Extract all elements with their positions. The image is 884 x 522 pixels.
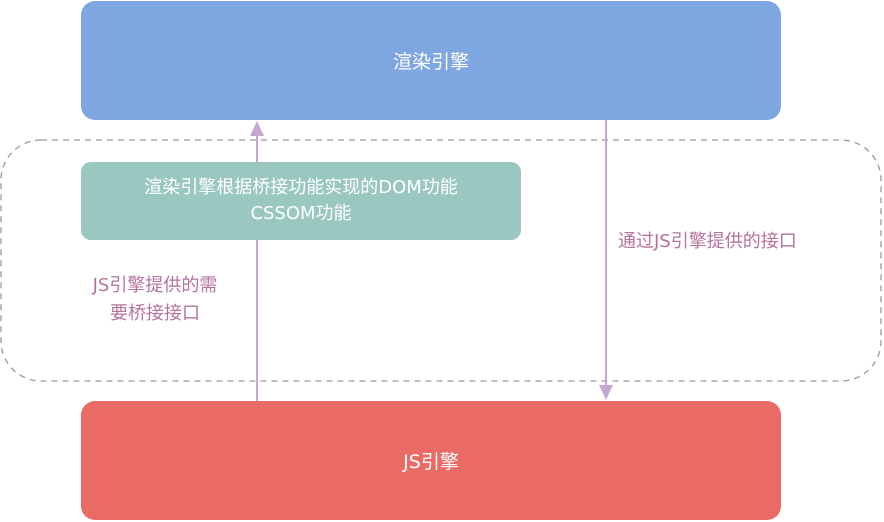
down-arrow-label-text: 通过JS引擎提供的接口 bbox=[618, 231, 797, 252]
bridge-region-dashed-border bbox=[0, 139, 882, 382]
js-engine-box: JS引擎 bbox=[81, 401, 781, 520]
render-engine-box: 渲染引擎 bbox=[81, 1, 781, 120]
render-engine-label: 渲染引擎 bbox=[392, 51, 469, 73]
bridge-box-line1: 渲染引擎根据桥接功能实现的DOM功能 bbox=[144, 177, 458, 198]
js-engine-label: JS引擎 bbox=[403, 451, 459, 473]
down-arrow-label: 通过JS引擎提供的接口 bbox=[618, 228, 868, 256]
up-arrow-label-line2: 要桥接接口 bbox=[110, 303, 200, 324]
arrow-down-head bbox=[599, 385, 613, 400]
up-arrow-label: JS引擎提供的需 要桥接接口 bbox=[55, 272, 255, 328]
bridge-function-box: 渲染引擎根据桥接功能实现的DOM功能 CSSOM功能 bbox=[81, 162, 521, 240]
arrow-up-head bbox=[250, 121, 264, 136]
up-arrow-label-line1: JS引擎提供的需 bbox=[92, 275, 218, 296]
bridge-box-line2: CSSOM功能 bbox=[250, 203, 352, 224]
